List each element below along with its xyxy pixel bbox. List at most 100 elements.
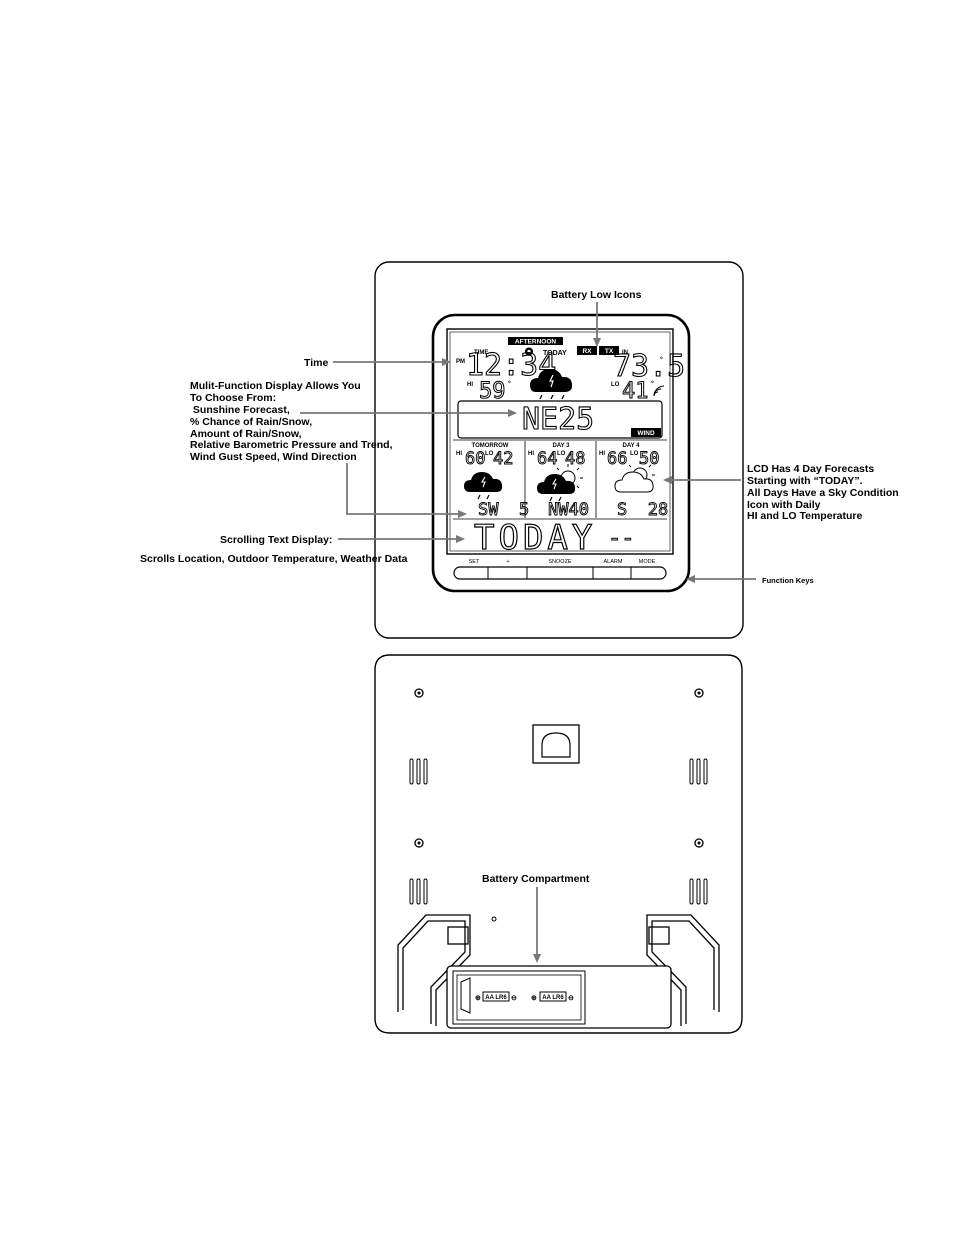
partly-cloudy-icon (614, 461, 655, 493)
day-hi: 64 (537, 449, 557, 469)
multi-function-line-6: Relative Barometric Pressure and Trend, (190, 439, 393, 451)
afternoon-badge (508, 337, 563, 345)
multi-function-line-7: Wind Gust Speed, Wind Direction (190, 451, 357, 463)
day-lo-label: LO (485, 451, 494, 457)
hi-label: HI (467, 382, 473, 388)
front-callouts: Battery Low Icons Time Mulit-Function Di… (140, 289, 899, 585)
lcd-forecast-line-4: Icon with Daily (747, 499, 821, 511)
battery-cell-2-label: AA LR6 (542, 995, 564, 1001)
screw-icon (694, 688, 704, 698)
vent-slots (409, 758, 708, 905)
tx-badge (599, 346, 619, 355)
battery-cell-1-label: AA LR6 (485, 995, 507, 1001)
multi-function-line-3: Sunshine Forecast, (190, 404, 290, 416)
multi-function-line-2: To Choose From: (190, 392, 276, 404)
storm-cloud-icon (464, 472, 503, 500)
scrolls-description-label: Scrolls Location, Outdoor Temperature, W… (140, 553, 408, 565)
forecast-day-tomorrow: TOMORROW HI 60 LO 42 SW 5 (456, 443, 530, 520)
snooze-button[interactable] (527, 568, 593, 578)
lcd-forecast-line-1: LCD Has 4 Day Forecasts (747, 463, 874, 475)
screw-icon (414, 838, 424, 848)
lo-degree: ° (651, 380, 654, 388)
tx-label: TX (605, 348, 614, 355)
battery-compartment-label: Battery Compartment (482, 873, 590, 885)
function-keys-label: Function Keys (762, 576, 814, 585)
today-header: TODAY (543, 350, 567, 357)
scrolling-text-display-label: Scrolling Text Display: (220, 534, 332, 546)
battery-low-icons-label: Battery Low Icons (551, 289, 642, 301)
mode-button[interactable] (631, 568, 665, 578)
day-lo: 50 (639, 449, 659, 469)
set-button[interactable] (455, 568, 488, 578)
wall-mount-hole (532, 724, 580, 764)
battery-compartment: ⊕ AA LR6 ⊖ ⊕ AA LR6 ⊖ (446, 965, 672, 1029)
rx-label: RX (582, 348, 592, 355)
multi-function-line-5: Amount of Rain/Snow, (190, 428, 302, 440)
key-label-set: SET (469, 559, 480, 565)
in-label: IN (622, 350, 628, 356)
multi-function-line-1: Mulit-Function Display Allows You (190, 380, 361, 392)
forecast-day-4: DAY 4 HI 66 LO 50 S 28 (599, 443, 669, 520)
day-wind: NW40 (548, 500, 589, 520)
back-unit: ⊕ AA LR6 ⊖ ⊕ AA LR6 ⊖ Battery Compartmen… (374, 654, 743, 1034)
lo-value: 41 (622, 379, 649, 404)
sun-storm-cloud-icon (537, 464, 583, 502)
function-keys: SET + SNOOZE ALARM MODE (453, 559, 667, 580)
day-hi: 60 (465, 449, 485, 469)
multi-function-callout: Mulit-Function Display Allows You To Cho… (190, 380, 393, 463)
stand-right (646, 914, 720, 1026)
forecast-day-3: DAY 3 HI 64 LO 48 NW40 (528, 443, 589, 520)
key-label-alarm: ALARM (604, 559, 623, 565)
day-lo-label: LO (557, 451, 566, 457)
day-wind: S 28 (617, 500, 668, 520)
lo-label: LO (611, 382, 620, 388)
time-label: TIME (474, 350, 488, 356)
battery-cell-2 (539, 991, 567, 1002)
key-label-mode: MODE (639, 559, 656, 565)
day-lo-label: LO (630, 451, 639, 457)
stand-left (397, 914, 471, 1026)
key-strip (453, 566, 667, 580)
day-hi-label: HI (528, 451, 534, 457)
day-lo: 48 (565, 449, 585, 469)
wind-label: WIND (637, 430, 655, 437)
scroll-extra: -- (608, 526, 635, 551)
hi-value: 59 (479, 379, 506, 404)
hi-degree: ° (508, 380, 511, 388)
reset-hole (491, 916, 497, 922)
day-lo: 42 (493, 449, 513, 469)
alarm-button[interactable] (593, 568, 631, 578)
day-hi-label: HI (456, 451, 462, 457)
day-hi: 66 (607, 449, 627, 469)
lcd-forecast-line-5: HI and LO Temperature (747, 510, 862, 522)
scroll-text-value: TODAY (474, 518, 596, 558)
time-callout-label: Time (304, 357, 328, 369)
battery-cell-1 (482, 991, 510, 1002)
day-name: DAY 4 (622, 443, 640, 449)
multi-function-line-4: % Chance of Rain/Snow, (190, 416, 312, 428)
lcd-forecast-line-2: Starting with “TODAY”. (747, 475, 863, 487)
wind-badge (631, 428, 661, 437)
signal-icon (653, 385, 665, 397)
screw-icon (414, 688, 424, 698)
indoor-degree: ° (660, 356, 663, 364)
day-name: TOMORROW (472, 443, 509, 449)
key-label-plus: + (506, 559, 509, 565)
screw-icon (694, 838, 704, 848)
front-unit: AFTERNOON TODAY RX TX TIME PM 12:34 IN 7… (374, 261, 744, 639)
battery-2-plus: ⊕ (531, 995, 537, 1002)
battery-1-plus: ⊕ (475, 995, 481, 1002)
lcd-forecast-callout: LCD Has 4 Day Forecasts Starting with “T… (747, 463, 899, 522)
wind-value: NE25 (522, 402, 594, 437)
lcd-screen (446, 328, 674, 555)
day-hi-label: HI (599, 451, 605, 457)
plus-button[interactable] (488, 568, 527, 578)
day-wind: SW 5 (478, 500, 529, 520)
lcd-forecast-line-3: All Days Have a Sky Condition (747, 487, 899, 499)
rx-badge (577, 346, 597, 355)
key-label-snooze: SNOOZE (548, 559, 572, 565)
today-storm-cloud-icon (530, 369, 573, 400)
pm-label: PM (456, 359, 465, 365)
afternoon-label: AFTERNOON (515, 339, 556, 346)
